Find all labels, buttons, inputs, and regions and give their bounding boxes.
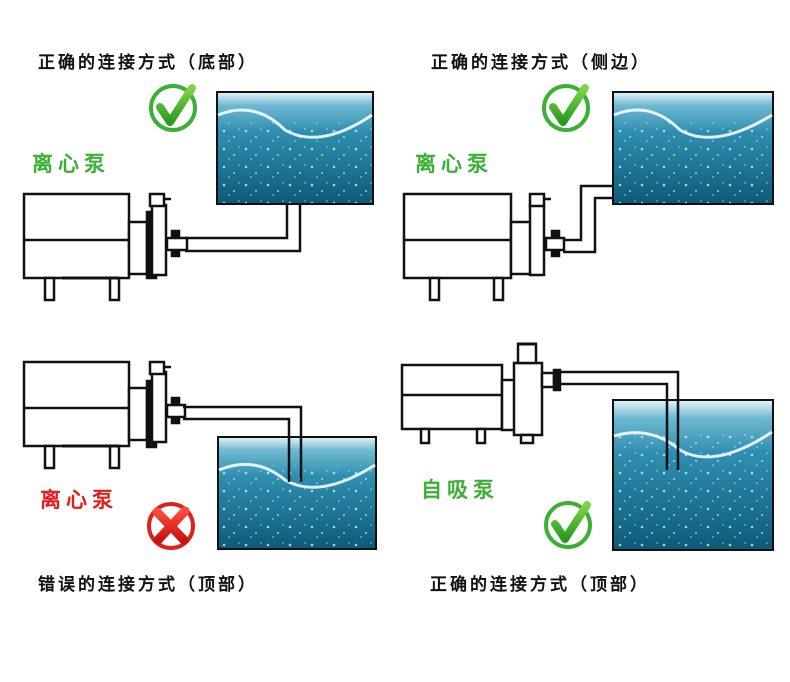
pump-label-self-priming: 自吸泵 [421, 478, 499, 502]
caption-side-connection: 正确的连接方式（侧边） [431, 53, 651, 73]
pipe [183, 405, 303, 482]
pump-label-centrifugal: 离心泵 [415, 152, 493, 176]
pump-label-centrifugal: 离心泵 [32, 152, 110, 176]
caption-top-connection-wrong: 错误的连接方式（顶部） [38, 575, 258, 595]
pipe [560, 370, 680, 470]
water-tank [216, 91, 374, 205]
panel-top-connection-wrong [22, 360, 377, 550]
water-tank [612, 91, 774, 205]
self-priming-pump [400, 342, 562, 445]
water-tank [612, 399, 774, 551]
check-icon [542, 84, 590, 132]
caption-top-connection-correct: 正确的连接方式（顶部） [430, 575, 650, 595]
pump-label-centrifugal-wrong: 离心泵 [40, 488, 118, 512]
check-icon [544, 501, 592, 549]
centrifugal-pump [22, 192, 189, 302]
pipe [185, 204, 302, 253]
centrifugal-pump [402, 192, 566, 302]
centrifugal-pump [22, 360, 187, 470]
panel-self-priming-top-connection [400, 342, 774, 551]
panel-bottom-connection [22, 84, 374, 302]
panel-side-connection [402, 84, 774, 302]
check-icon [149, 84, 197, 132]
water-tank [217, 436, 377, 550]
pipe [563, 184, 613, 254]
cross-icon [147, 502, 195, 550]
caption-bottom-connection: 正确的连接方式（底部） [38, 53, 258, 73]
